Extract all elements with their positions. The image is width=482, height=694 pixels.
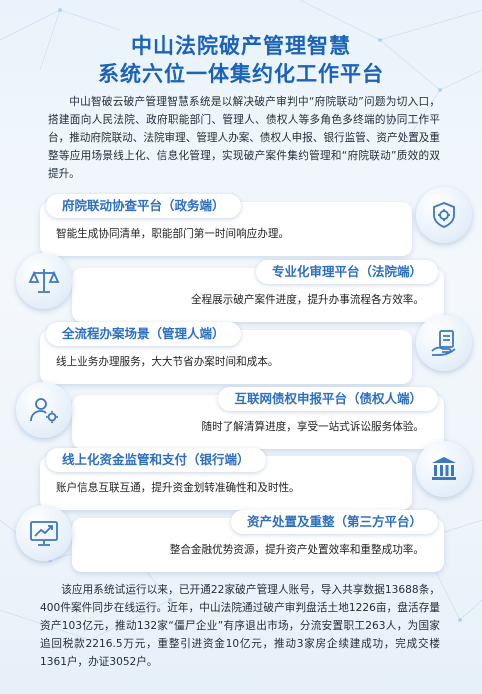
card-title: 专业化审理平台（法院端）	[255, 260, 438, 284]
title-line-2: 系统六位一体集约化工作平台	[98, 62, 384, 86]
title-line-1: 中山法院破产管理智慧	[131, 34, 351, 58]
card-desc: 全程展示破产案件进度，提升办事流程各方效率。	[190, 294, 424, 306]
card-title: 线上化资金监管和支付（银行端）	[46, 448, 266, 472]
card-government: 府院联动协查平台（政务端） 智能生成协同清单，职能部门第一时间响应办理。	[40, 194, 412, 256]
hand-document-icon	[416, 315, 472, 371]
card-desc: 账户信息互联互通，提升资金划转准确性和及时性。	[56, 482, 300, 494]
card-bank: 线上化资金监管和支付（银行端） 账户信息互联互通，提升资金划转准确性和及时性。	[40, 448, 412, 510]
card-court: 专业化审理平台（法院端） 全程展示破产案件进度，提升办事流程各方效率。	[72, 260, 444, 322]
card-title: 府院联动协查平台（政务端）	[46, 194, 241, 218]
card-third-party: 资产处置及重整（第三方平台） 整合金融优势资源，提升资产处置效率和重整成功率。	[72, 510, 444, 572]
card-desc: 智能生成协同清单，职能部门第一时间响应办理。	[56, 228, 290, 240]
card-desc: 随时了解清算进度，享受一站式诉讼服务体验。	[201, 421, 424, 433]
intro-paragraph: 中山智破云破产管理智慧系统是以解决破产审判中“府院联动”问题为切入口，搭建面向人…	[48, 96, 440, 180]
card-creditor: 互联网债权申报平台（债权人端） 随时了解清算进度，享受一站式诉讼服务体验。	[72, 387, 444, 449]
bank-icon	[416, 441, 472, 497]
card-desc: 整合金融优势资源，提升资产处置效率和重整成功率。	[169, 544, 424, 556]
scales-icon	[16, 253, 72, 309]
card-title: 资产处置及重整（第三方平台）	[230, 510, 438, 534]
card-title: 全流程办案场景（管理人端）	[46, 322, 241, 346]
card-desc: 线上业务办理服务，大大节省办案时间和成本。	[56, 356, 279, 368]
card-administrator: 全流程办案场景（管理人端） 线上业务办理服务，大大节省办案时间和成本。	[40, 322, 412, 384]
growth-chart-icon	[16, 505, 72, 561]
outro-paragraph: 该应用系统试运行以来，已开通22家破产管理人账号，导入共享数据13688条，40…	[40, 584, 440, 668]
card-title: 互联网债权申报平台（债权人端）	[218, 387, 438, 411]
user-gear-icon	[16, 382, 72, 438]
shield-gear-icon	[416, 187, 472, 243]
